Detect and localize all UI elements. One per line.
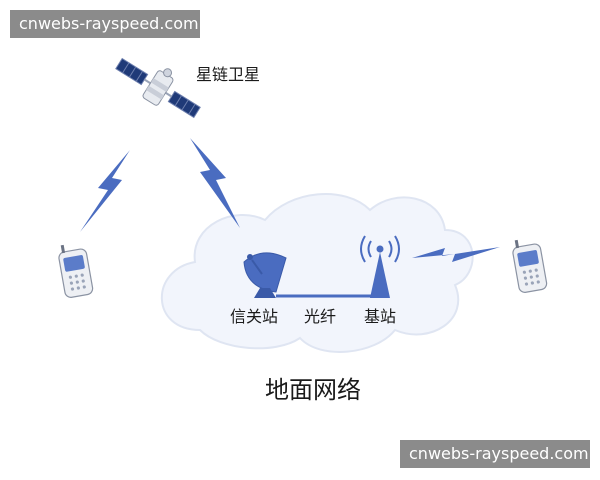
satellite-dish-icon (243, 252, 287, 298)
base-station-tower-icon (360, 235, 400, 298)
ground-network-cloud (160, 193, 474, 353)
ground-network-label: 地面网络 (265, 376, 361, 404)
satellite-label: 星链卫星 (196, 65, 260, 84)
phone-right-icon (512, 239, 548, 293)
watermark-bottom: cnwebs-rayspeed.com (400, 440, 590, 468)
satellite-link-left (80, 150, 130, 232)
base-station-link-right (412, 247, 500, 262)
phone-left-icon (58, 244, 94, 298)
watermark-top: cnwebs-rayspeed.com (10, 10, 200, 38)
base-station-label: 基站 (364, 307, 396, 326)
satellite-icon (115, 57, 201, 119)
gateway-label: 信关站 (230, 307, 278, 326)
satellite-link-gateway (190, 138, 240, 228)
fiber-label: 光纤 (304, 307, 336, 326)
